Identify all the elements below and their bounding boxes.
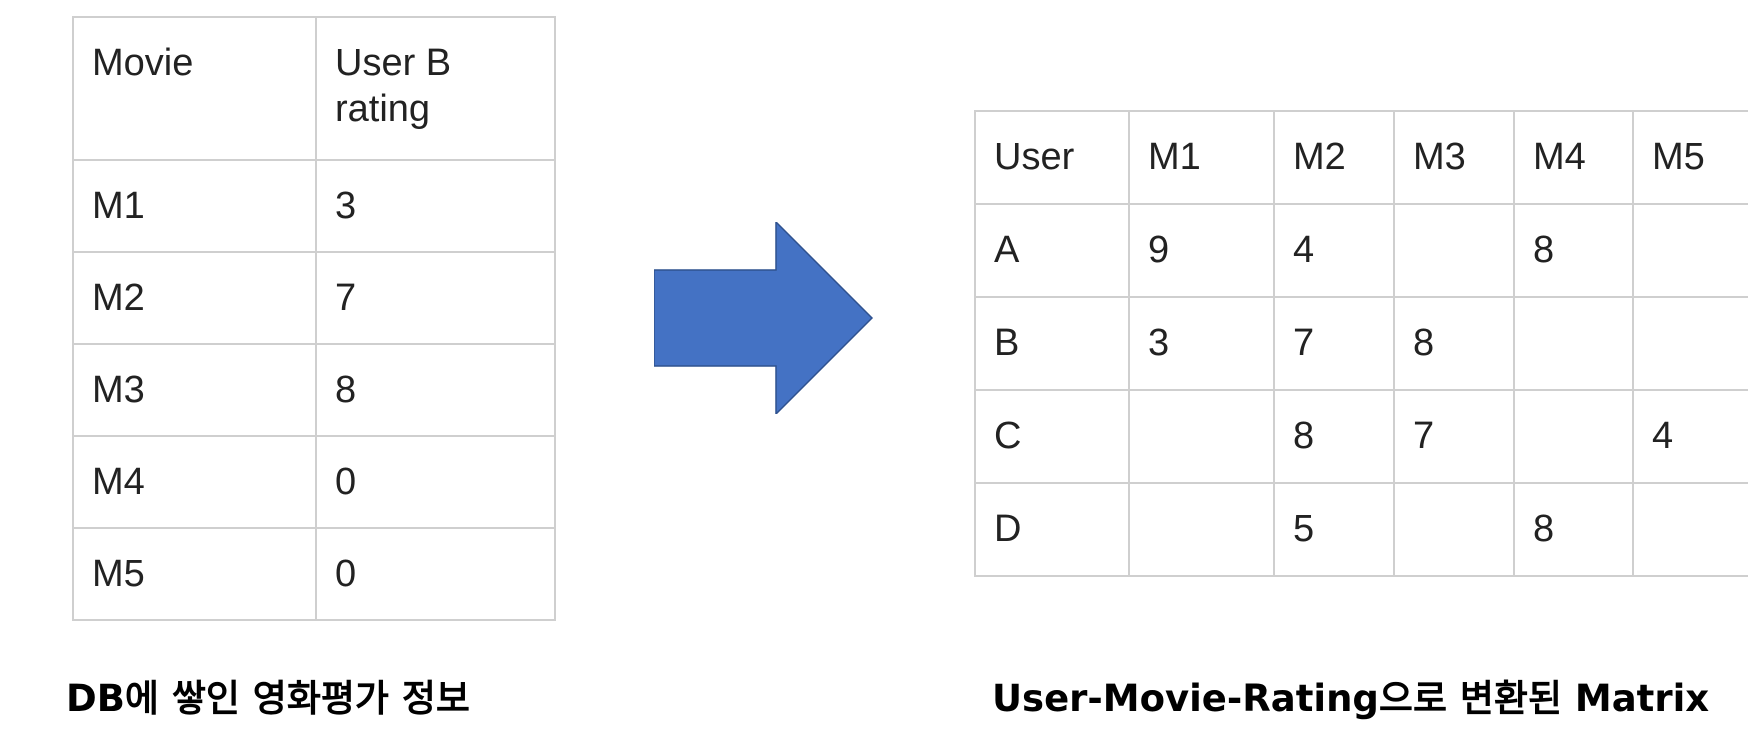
- matrix-cell-rating: [1393, 203, 1515, 298]
- right-arrow-shape: [653, 220, 874, 416]
- matrix-row: D 5 8: [974, 482, 1748, 577]
- matrix-cell-rating: [1128, 389, 1275, 484]
- db-cell-movie: M3: [72, 343, 317, 437]
- left-caption: DB에 쌓인 영화평가 정보: [66, 677, 470, 720]
- db-cell-rating: 7: [315, 251, 556, 345]
- db-cell-rating: 8: [315, 343, 556, 437]
- db-cell-rating: 3: [315, 159, 556, 253]
- matrix-cell-rating: [1632, 203, 1748, 298]
- matrix-header-cell: M4: [1513, 110, 1634, 205]
- matrix-cell-rating: 8: [1513, 203, 1634, 298]
- matrix-header-cell: M1: [1128, 110, 1275, 205]
- db-table-header-row: Movie User B rating: [72, 16, 556, 161]
- matrix-cell-rating: 5: [1273, 482, 1395, 577]
- matrix-cell-rating: 7: [1273, 296, 1395, 391]
- matrix-header-cell: M2: [1273, 110, 1395, 205]
- matrix-cell-rating: [1393, 482, 1515, 577]
- matrix-header-cell: M3: [1393, 110, 1515, 205]
- db-header-user-b-rating: User B rating: [315, 16, 556, 161]
- matrix-cell-user: A: [974, 203, 1130, 298]
- db-cell-movie: M2: [72, 251, 317, 345]
- matrix-cell-rating: 9: [1128, 203, 1275, 298]
- right-caption: User-Movie-Rating으로 변환된 Matrix: [992, 677, 1710, 720]
- matrix-cell-rating: 8: [1273, 389, 1395, 484]
- matrix-cell-rating: 4: [1273, 203, 1395, 298]
- matrix-cell-rating: [1632, 482, 1748, 577]
- matrix-cell-rating: 3: [1128, 296, 1275, 391]
- matrix-cell-rating: 4: [1632, 389, 1748, 484]
- matrix-cell-user: C: [974, 389, 1130, 484]
- matrix-cell-rating: [1513, 296, 1634, 391]
- matrix-header-cell: M5: [1632, 110, 1748, 205]
- matrix-cell-user: D: [974, 482, 1130, 577]
- right-arrow-icon: [653, 220, 874, 419]
- matrix-cell-rating: 8: [1513, 482, 1634, 577]
- db-cell-rating: 0: [315, 435, 556, 529]
- matrix-cell-rating: [1128, 482, 1275, 577]
- matrix-cell-rating: [1632, 296, 1748, 391]
- db-cell-movie: M5: [72, 527, 317, 621]
- db-cell-movie: M4: [72, 435, 317, 529]
- matrix-cell-rating: 7: [1393, 389, 1515, 484]
- matrix-cell-user: B: [974, 296, 1130, 391]
- db-header-movie: Movie: [72, 16, 317, 161]
- db-cell-movie: M1: [72, 159, 317, 253]
- db-cell-rating: 0: [315, 527, 556, 621]
- matrix-cell-rating: [1513, 389, 1634, 484]
- matrix-cell-rating: 8: [1393, 296, 1515, 391]
- matrix-header-cell: User: [974, 110, 1130, 205]
